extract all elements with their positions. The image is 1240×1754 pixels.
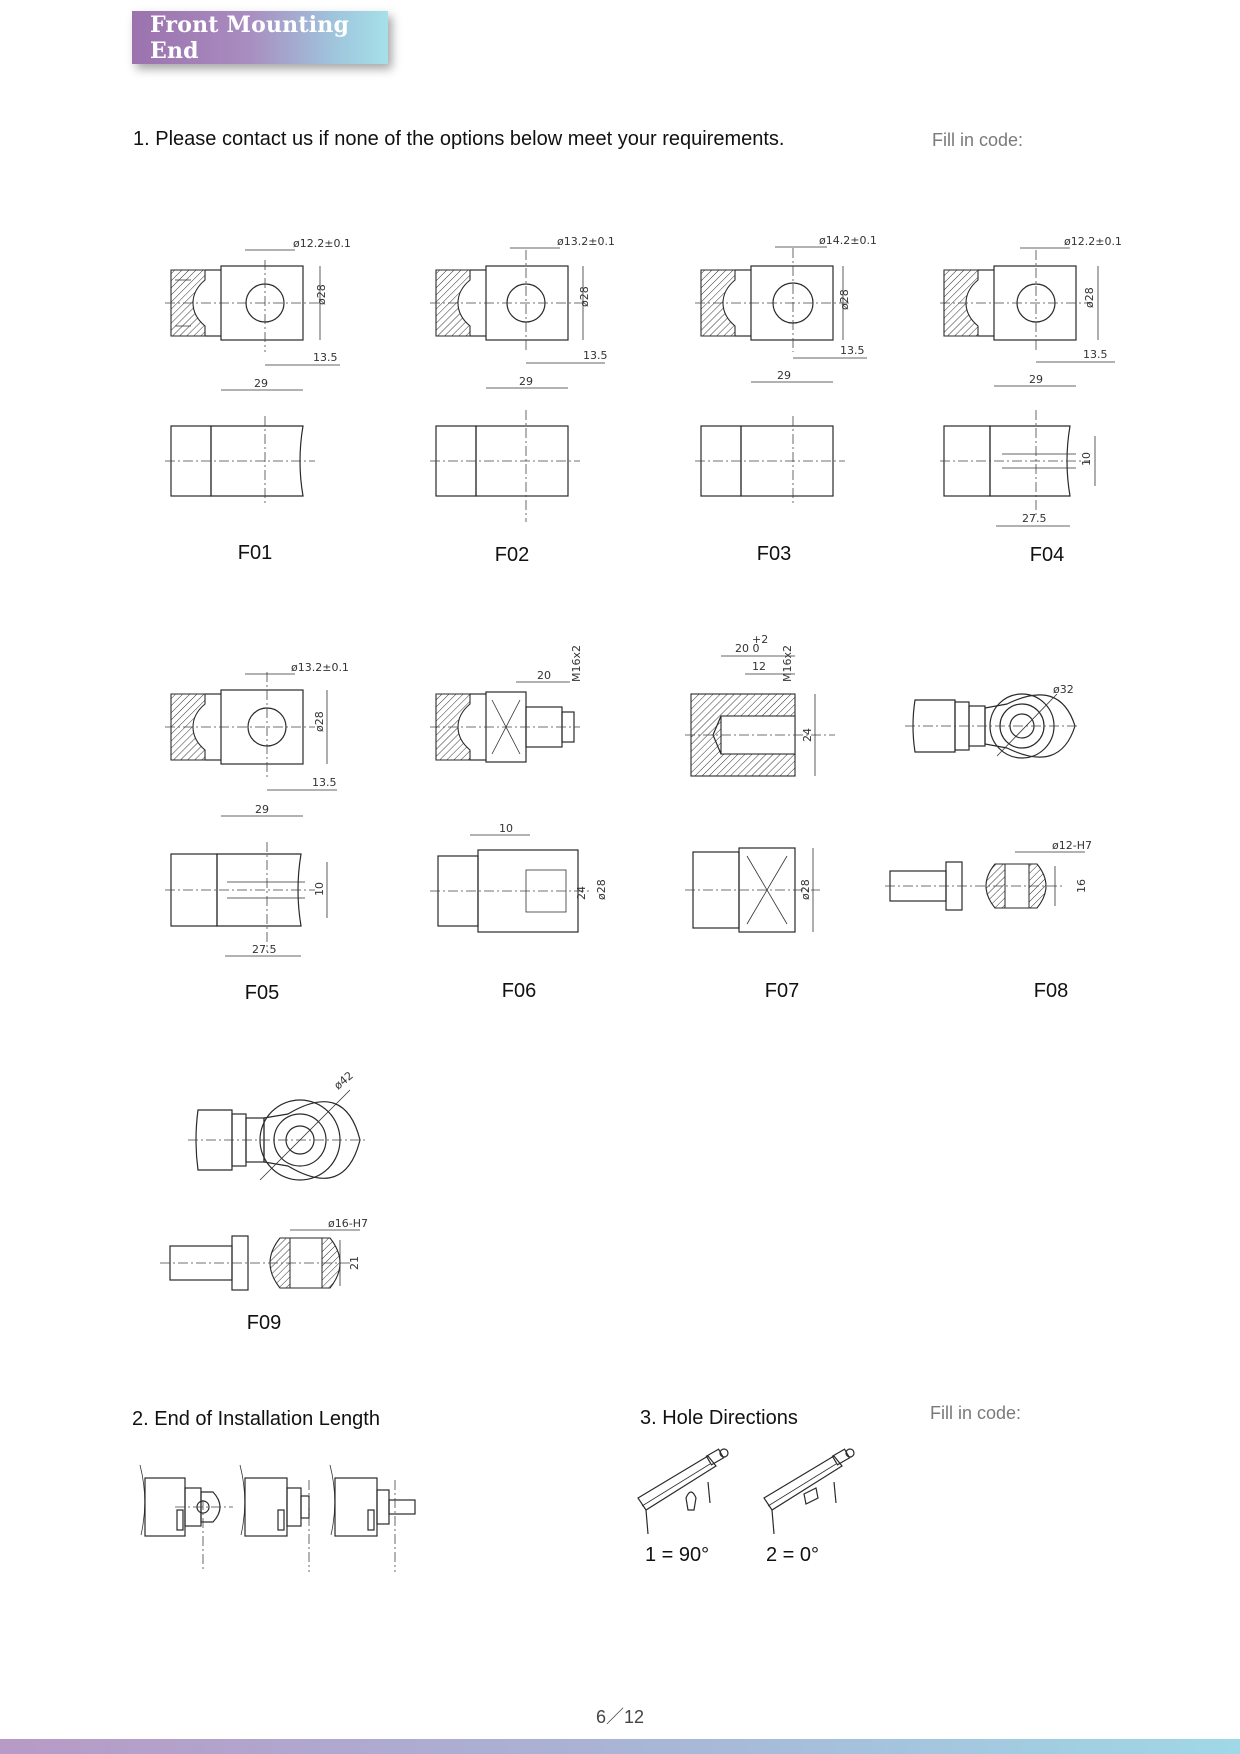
f09-dim-eye: ø42: [332, 1069, 356, 1092]
hole-direction-option-1: 1 = 90°: [645, 1544, 710, 1566]
f09-drawing: ø42 ø16-H7 21: [160, 1069, 368, 1291]
option-code-f04: F04: [1029, 544, 1065, 566]
f05-dim-length: 29: [255, 803, 269, 816]
f03-dim-length: 29: [777, 369, 791, 382]
f04-slot: [1002, 453, 1076, 469]
option-code-f05: F05: [244, 982, 280, 1004]
installation-end-thread: [239, 1464, 310, 1572]
f04-side-view: [989, 425, 1071, 497]
installation-end-stud: [329, 1464, 416, 1572]
f06-drawing: 20 M16x2 10 24 ø28: [430, 645, 608, 933]
f07-dim-thread: M16x2: [781, 645, 794, 682]
f02-dim-hole: ø13.2±0.1: [557, 235, 615, 248]
hole-direction-drawings: [637, 1448, 855, 1535]
f09-rod: [195, 1109, 233, 1171]
hole-direction-0: [763, 1448, 855, 1535]
f06-dim-flat: 10: [499, 822, 513, 835]
f05-dim-slot: 10: [313, 882, 326, 896]
f04-dim-slot-length: 27.5: [1022, 512, 1047, 525]
f04-dim-offset: 13.5: [1083, 348, 1108, 361]
f02-drawing: ø13.2±0.1 ø28 13.5 29: [430, 235, 615, 522]
f09-dim-bore: ø16-H7: [328, 1217, 368, 1230]
f05-dim-offset: 13.5: [312, 776, 337, 789]
f04-dim-length: 29: [1029, 373, 1043, 386]
f07-dim-across: 24: [801, 728, 814, 742]
option-code-f01: F01: [237, 542, 273, 564]
f06-dim-thread: M16x2: [570, 645, 583, 682]
installation-length-drawings: [139, 1464, 416, 1572]
f01-drawing: ø12.2±0.1 ø28 13.5 29: [165, 237, 351, 506]
section-3-heading: 3. Hole Directions: [640, 1407, 798, 1429]
f09-dim-width: 21: [348, 1256, 361, 1270]
f02-dim-length: 29: [519, 375, 533, 388]
f04-dim-hole: ø12.2±0.1: [1064, 235, 1122, 248]
f05-side-view: [216, 853, 302, 927]
section-banner: Front Mounting End: [132, 11, 388, 64]
f03-dim-dia: ø28: [838, 289, 851, 310]
f03-drawing: ø14.2±0.1 ø28 13.5 29: [695, 234, 877, 506]
f06-dim-across: 24: [575, 886, 588, 900]
option-code-f07: F07: [764, 980, 800, 1002]
f03-dim-offset: 13.5: [840, 344, 865, 357]
option-code-f02: F02: [494, 544, 530, 566]
f05-dim-dia: ø28: [313, 711, 326, 732]
hole-direction-option-2: 2 = 0°: [766, 1544, 820, 1566]
f05-drawing: ø13.2±0.1 ø28 13.5 29 10 27.5: [165, 661, 349, 957]
f07-drawing: +2 20 0 12 M16x2 24 ø28: [685, 633, 835, 933]
fill-in-code-label-1: Fill in code:: [932, 130, 1024, 150]
f01-dim-dia: ø28: [315, 284, 328, 305]
f04-drawing: ø12.2±0.1 ø28 13.5 29 10 27.5: [940, 235, 1122, 527]
f02-dim-offset: 13.5: [583, 349, 608, 362]
option-code-f06: F06: [501, 980, 537, 1002]
f01-dim-hole: ø12.2±0.1: [293, 237, 351, 250]
f07-dim-depth: 20 0: [735, 642, 760, 655]
footer-bar: [0, 1739, 1240, 1754]
f04-dim-slot: 10: [1080, 452, 1093, 466]
section-1-heading: 1. Please contact us if none of the opti…: [133, 128, 785, 150]
section-2-heading: 2. End of Installation Length: [132, 1408, 380, 1430]
f01-dim-length: 29: [254, 377, 268, 390]
f05-dim-hole: ø13.2±0.1: [291, 661, 349, 674]
f03-dim-hole: ø14.2±0.1: [819, 234, 877, 247]
f01-dim-offset: 13.5: [313, 351, 338, 364]
f08-drawing: ø32 ø12-H7 16: [885, 683, 1092, 911]
f06-dim-stud-length: 20: [537, 669, 551, 682]
f07-dim-thread-depth: 12: [752, 660, 766, 673]
option-code-f08: F08: [1033, 980, 1069, 1002]
f07-dim-dia: ø28: [799, 879, 812, 900]
fill-in-code-label-3: Fill in code:: [930, 1403, 1022, 1423]
installation-end-eye: [139, 1464, 233, 1572]
f08-rod: [912, 699, 956, 753]
option-code-f03: F03: [756, 543, 792, 565]
f05-dim-slot-length: 27.5: [252, 943, 277, 956]
hole-direction-90: [637, 1448, 729, 1535]
f04-dim-dia: ø28: [1083, 287, 1096, 308]
f07-dim-tol: +2: [752, 633, 768, 646]
banner-title: Front Mounting End: [150, 11, 350, 64]
page-number: 6／12: [595, 1707, 645, 1727]
option-code-f09: F09: [246, 1312, 282, 1334]
f01-thread-lines: [175, 279, 191, 327]
f08-dim-width: 16: [1075, 879, 1088, 893]
f08-dim-eye: ø32: [1053, 683, 1074, 696]
f06-dim-dia: ø28: [595, 879, 608, 900]
f02-dim-dia: ø28: [578, 286, 591, 307]
f08-dim-bore: ø12-H7: [1052, 839, 1092, 852]
f01-side-view: [210, 425, 304, 497]
